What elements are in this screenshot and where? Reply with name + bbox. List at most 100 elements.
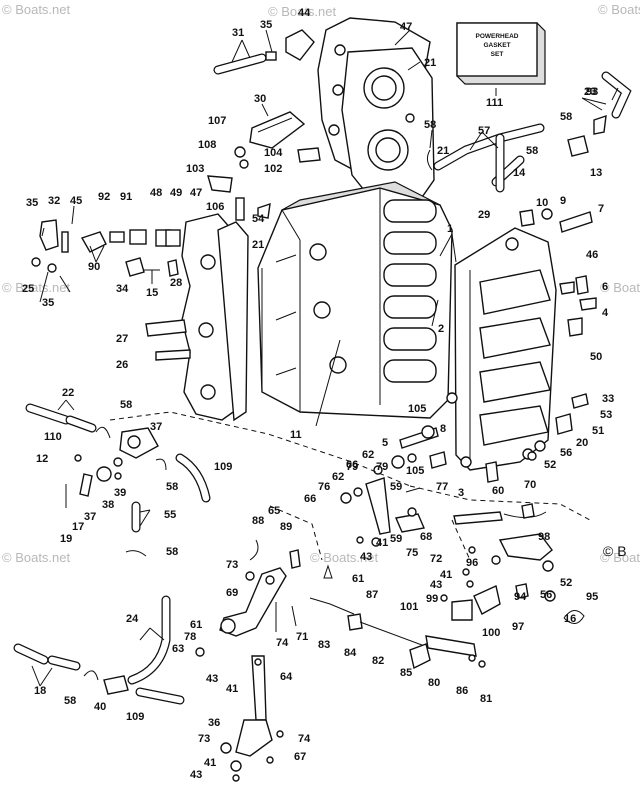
callout-89: 89: [280, 521, 292, 533]
callout-7: 7: [598, 203, 604, 215]
callout-76: 76: [318, 481, 330, 493]
callout-64: 64: [280, 671, 293, 683]
callout-43-d: 43: [430, 579, 442, 591]
callout-21-top: 21: [424, 57, 436, 69]
leader-lines: [31, 29, 619, 687]
callout-39: 39: [114, 487, 126, 499]
watermark: © Boats.net: [600, 550, 640, 565]
callout-29: 29: [478, 209, 490, 221]
cylinder-head-cover: [317, 17, 435, 201]
callout-44: 44: [298, 7, 311, 19]
callout-21-mid: 21: [252, 239, 264, 251]
callout-109-a: 109: [214, 461, 232, 473]
gasket-box-line-3: SET: [491, 51, 504, 58]
relief-hoses: [25, 403, 211, 503]
callout-37-lower: 37: [84, 511, 96, 523]
callout-24: 24: [126, 613, 139, 625]
callout-35-bottom: 35: [42, 297, 54, 309]
callout-33: 33: [602, 393, 614, 405]
watermark: © Boats.net: [268, 4, 337, 19]
callout-67: 67: [294, 751, 306, 763]
callout-73-b: 73: [198, 733, 210, 745]
callout-60: 60: [492, 485, 504, 497]
callout-2: 2: [438, 323, 444, 335]
callout-93: 93: [586, 86, 598, 98]
callout-19: 19: [60, 533, 72, 545]
callout-83: 83: [318, 639, 330, 651]
callout-30: 30: [254, 93, 266, 105]
watermark: © Boats.net: [310, 550, 379, 565]
gasket-box-line-1: POWERHEAD: [476, 33, 519, 40]
callout-71: 71: [296, 631, 308, 643]
tube-31: [213, 51, 277, 75]
callout-100: 100: [482, 627, 500, 639]
callout-105-b: 105: [406, 465, 424, 477]
callout-104: 104: [264, 147, 283, 159]
callout-58-a: 58: [120, 399, 132, 411]
callout-46: 46: [586, 249, 598, 261]
callout-110: 110: [44, 431, 62, 443]
watermark-group: © Boats.net © Boats.net © Boats.net © Bo…: [2, 2, 640, 565]
crankcase-half: [454, 227, 557, 471]
callout-79-b: 79: [376, 461, 388, 473]
callout-88: 88: [252, 515, 264, 527]
callout-34: 34: [116, 283, 129, 295]
callout-61-a: 61: [352, 573, 364, 585]
callout-20: 20: [576, 437, 588, 449]
callout-9: 9: [560, 195, 566, 207]
callout-78: 78: [184, 631, 196, 643]
callout-47-mid: 47: [190, 187, 202, 199]
callout-12: 12: [36, 453, 48, 465]
callout-79-a: 79: [346, 461, 358, 473]
callout-40: 40: [94, 701, 106, 713]
callout-49: 49: [170, 187, 182, 199]
callout-14: 14: [513, 167, 526, 179]
center-linkage: [323, 465, 425, 579]
callout-51: 51: [592, 425, 604, 437]
gasket-box-line-2: GASKET: [483, 42, 510, 49]
parts-lower-right: [440, 461, 585, 624]
watermark: © Boats.net: [2, 280, 71, 295]
callout-75: 75: [406, 547, 418, 559]
callout-62-b: 62: [332, 471, 344, 483]
callout-54: 54: [252, 213, 265, 225]
watermark: © Boats.net: [2, 550, 71, 565]
callout-65: 65: [268, 505, 280, 517]
callout-23: 23: [584, 86, 596, 98]
callout-5: 5: [382, 437, 388, 449]
callout-74-a: 74: [276, 637, 289, 649]
callout-56-b: 56: [540, 589, 552, 601]
parts-mid-right: [391, 392, 589, 469]
callout-58-f: 58: [526, 145, 538, 157]
callout-16: 16: [564, 613, 576, 625]
small-parts-left: [65, 454, 147, 557]
callout-18: 18: [34, 685, 46, 697]
callout-77: 77: [436, 481, 448, 493]
throttle-linkage: [195, 539, 486, 670]
callout-87: 87: [366, 589, 378, 601]
callout-38: 38: [102, 499, 114, 511]
callout-98: 98: [538, 531, 550, 543]
callout-63: 63: [172, 643, 184, 655]
gasket-set-box: POWERHEAD GASKET SET: [456, 22, 546, 85]
exhaust-cover: [181, 213, 249, 422]
callout-66-a: 66: [304, 493, 316, 505]
callout-45: 45: [70, 195, 82, 207]
callout-15: 15: [146, 287, 158, 299]
callout-91: 91: [120, 191, 132, 203]
thermostat-cover: [249, 111, 306, 149]
callout-61-b: 61: [190, 619, 202, 631]
callout-22: 22: [62, 387, 74, 399]
callout-92: 92: [98, 191, 110, 203]
reference-lines: [109, 411, 591, 561]
callout-73-a: 73: [226, 559, 238, 571]
lower-arm: [220, 655, 284, 782]
bracket-44: [285, 29, 315, 61]
callout-94: 94: [514, 591, 527, 603]
callout-32: 32: [48, 195, 60, 207]
callout-101: 101: [400, 601, 418, 613]
callout-58-b: 58: [166, 481, 178, 493]
callout-41-b: 41: [204, 757, 216, 769]
callout-99: 99: [426, 593, 438, 605]
